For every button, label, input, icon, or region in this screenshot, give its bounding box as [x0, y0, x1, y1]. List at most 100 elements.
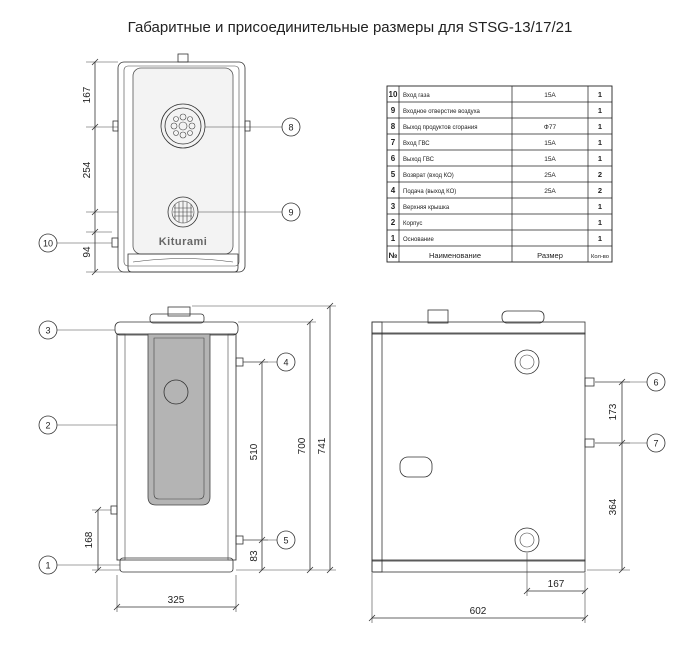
callout-3: 3 [38, 320, 115, 340]
dhw-outlet-pipe [584, 377, 595, 387]
dim-254: 254 [82, 161, 93, 178]
panel-window [163, 379, 189, 405]
table-cell-size: 15A [544, 92, 556, 99]
table-cell-qty: 1 [598, 106, 602, 115]
dim-167-upper: 167 [82, 86, 93, 103]
body-inner [123, 65, 240, 267]
side-port-upper-inner [519, 354, 535, 370]
callout-7: 7 [595, 433, 666, 453]
callout-6: 6 [595, 372, 666, 392]
callout-4: 4 [243, 352, 296, 372]
front-panel-inner [153, 337, 205, 500]
supply-pipe [235, 357, 244, 367]
table-cell-qty: 2 [598, 186, 602, 195]
casing-right-edge [227, 333, 237, 561]
table-cell-qty: 1 [598, 234, 602, 243]
return-pipe [235, 535, 244, 545]
air-intake-icon [167, 196, 199, 228]
svg-text:1: 1 [45, 561, 50, 571]
side-front-edge [371, 321, 383, 573]
side-casing [371, 332, 586, 562]
left-pipe [112, 120, 119, 132]
table-cell-num: 6 [391, 154, 396, 163]
table-cell-num: 3 [391, 202, 396, 211]
table-cell-name: Входное отверстие воздуха [403, 109, 481, 115]
side-flue-pipe [501, 310, 545, 324]
front-panel [147, 333, 211, 506]
table-cell-name: Выход ГВС [403, 157, 435, 163]
front-view-lower [110, 306, 244, 573]
dim-364: 364 [608, 498, 619, 515]
svg-text:8: 8 [288, 123, 293, 133]
table-cell-name: Основание [403, 237, 434, 243]
dim-168: 168 [84, 531, 95, 548]
dim-700: 700 [297, 437, 308, 454]
callout-8: 8 [205, 117, 301, 137]
dim-173: 173 [608, 403, 619, 420]
table-cell-qty: 1 [598, 154, 602, 163]
table-cell-qty: 1 [598, 202, 602, 211]
side-handle-slot [399, 456, 433, 478]
dim-94: 94 [82, 246, 93, 258]
table-header-num: № [389, 251, 398, 260]
table-border [386, 85, 613, 263]
table-cell-num: 7 [391, 138, 396, 147]
svg-text:6: 6 [653, 378, 658, 388]
callout-5: 5 [243, 530, 296, 550]
svg-text:7: 7 [653, 439, 658, 449]
flue-outlet-icon [160, 103, 206, 149]
table-header-size: Размер [537, 251, 563, 260]
dim-602: 602 [470, 606, 487, 617]
callout-2: 2 [38, 415, 117, 435]
table-cell-size: 25A [544, 188, 556, 195]
side-port-upper [514, 349, 540, 375]
side-top-pipe [427, 309, 449, 324]
side-view [371, 309, 595, 573]
table-cell-size: 15A [544, 156, 556, 163]
table-cell-qty: 1 [598, 122, 602, 131]
casing-left-edge [116, 333, 126, 561]
table-cell-size: 25A [544, 172, 556, 179]
table-cell-name: Возврат (вход КО) [403, 173, 454, 179]
dim-741: 741 [317, 437, 328, 454]
side-port-lower [514, 527, 540, 553]
dimensions-side: 173 364 167 602 [368, 378, 630, 623]
callout-10: 10 [38, 233, 112, 253]
drawing-title: Габаритные и присоединительные размеры д… [128, 19, 573, 36]
table-cell-qty: 2 [598, 170, 602, 179]
table-cell-qty: 1 [598, 138, 602, 147]
flue-adapter-top [167, 306, 191, 317]
table-cell-qty: 1 [598, 90, 602, 99]
callout-1: 1 [38, 555, 120, 575]
table-header-qty: Кол-во [591, 254, 609, 260]
dimensions-upper: 167 254 94 [82, 58, 128, 276]
side-base [371, 559, 586, 573]
dimensions-front: 510 83 700 741 168 325 [84, 302, 336, 612]
table-cell-num: 2 [391, 218, 396, 227]
table-cell-name: Подача (выход КО) [403, 189, 456, 195]
table-cell-num: 9 [391, 106, 396, 115]
table-cell-size: Ф77 [544, 124, 557, 131]
dim-325: 325 [168, 595, 185, 606]
svg-text:9: 9 [288, 208, 293, 218]
table-cell-num: 1 [391, 234, 396, 243]
front-view-upper: Kiturami [111, 53, 251, 273]
gas-pipe [110, 505, 118, 515]
table-cell-size: 15A [544, 140, 556, 147]
table-cell-num: 10 [389, 90, 398, 99]
svg-text:5: 5 [283, 536, 288, 546]
dim-83: 83 [249, 550, 260, 562]
table-cell-qty: 1 [598, 218, 602, 227]
flue-adapter [149, 313, 205, 324]
svg-text:2: 2 [45, 421, 50, 431]
table-cell-num: 8 [391, 122, 396, 131]
table-cell-name: Верхняя крышка [403, 205, 450, 211]
dim-510: 510 [249, 443, 260, 460]
right-pipe [244, 120, 251, 132]
side-top-cover [371, 321, 586, 335]
svg-text:10: 10 [43, 239, 53, 249]
side-port-lower-inner [519, 532, 535, 548]
dim-167-side: 167 [548, 579, 565, 590]
